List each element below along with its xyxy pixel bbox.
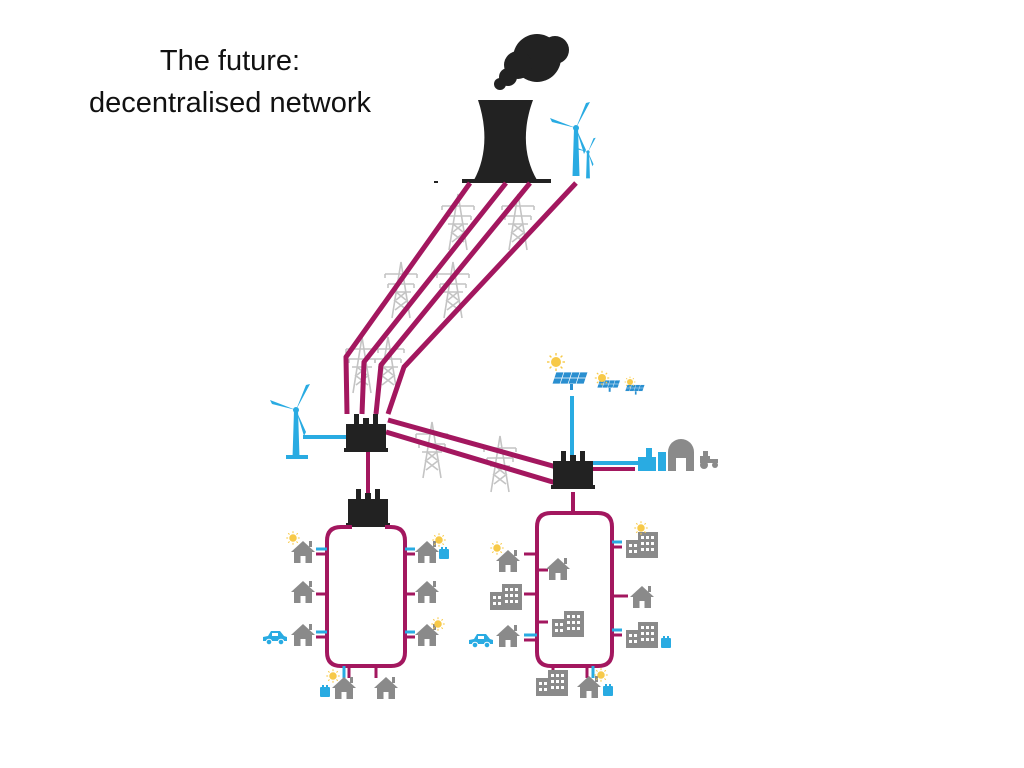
house-with-ev — [496, 625, 520, 647]
wind-turbine-left — [270, 384, 310, 459]
connection-stubs — [316, 540, 628, 678]
house-with-solar-battery — [332, 677, 356, 699]
house-with-solar — [496, 550, 520, 572]
transmission-lines — [343, 181, 578, 486]
smoke-cloud-icon — [494, 34, 569, 90]
house — [630, 586, 654, 608]
farm-with-biogas — [638, 439, 718, 471]
house-with-ev — [291, 624, 315, 646]
battery-icon — [439, 547, 449, 559]
battery-icon — [603, 684, 613, 696]
battery-icon — [320, 685, 330, 697]
sun-icon — [546, 352, 566, 372]
house — [374, 677, 398, 699]
electric-car-icon — [262, 630, 288, 646]
title-line-1: The future: — [159, 45, 301, 77]
solar-substation — [551, 451, 595, 489]
wind-turbine-top — [550, 102, 596, 179]
electric-car-icon — [468, 633, 494, 649]
solar-farm — [546, 352, 646, 395]
office-building — [536, 670, 568, 696]
house-with-solar — [415, 624, 439, 646]
power-station — [434, 34, 569, 183]
distribution-loops — [325, 492, 614, 668]
house — [291, 581, 315, 603]
local-substation — [346, 489, 390, 527]
house — [546, 558, 570, 580]
slide-title: The future: decentralised network — [40, 40, 420, 124]
house-with-solar — [291, 541, 315, 563]
house — [415, 581, 439, 603]
right-neighbourhood — [468, 520, 671, 698]
grid-substation — [344, 414, 388, 452]
office-building — [552, 611, 584, 637]
left-neighbourhood — [262, 530, 449, 699]
title-line-2: decentralised network — [88, 87, 372, 119]
tractor-icon — [700, 451, 718, 469]
office-with-battery — [626, 622, 658, 648]
renewable-links — [303, 396, 640, 465]
battery-icon — [661, 636, 671, 648]
office-building — [490, 584, 522, 610]
office-with-solar — [626, 532, 658, 558]
